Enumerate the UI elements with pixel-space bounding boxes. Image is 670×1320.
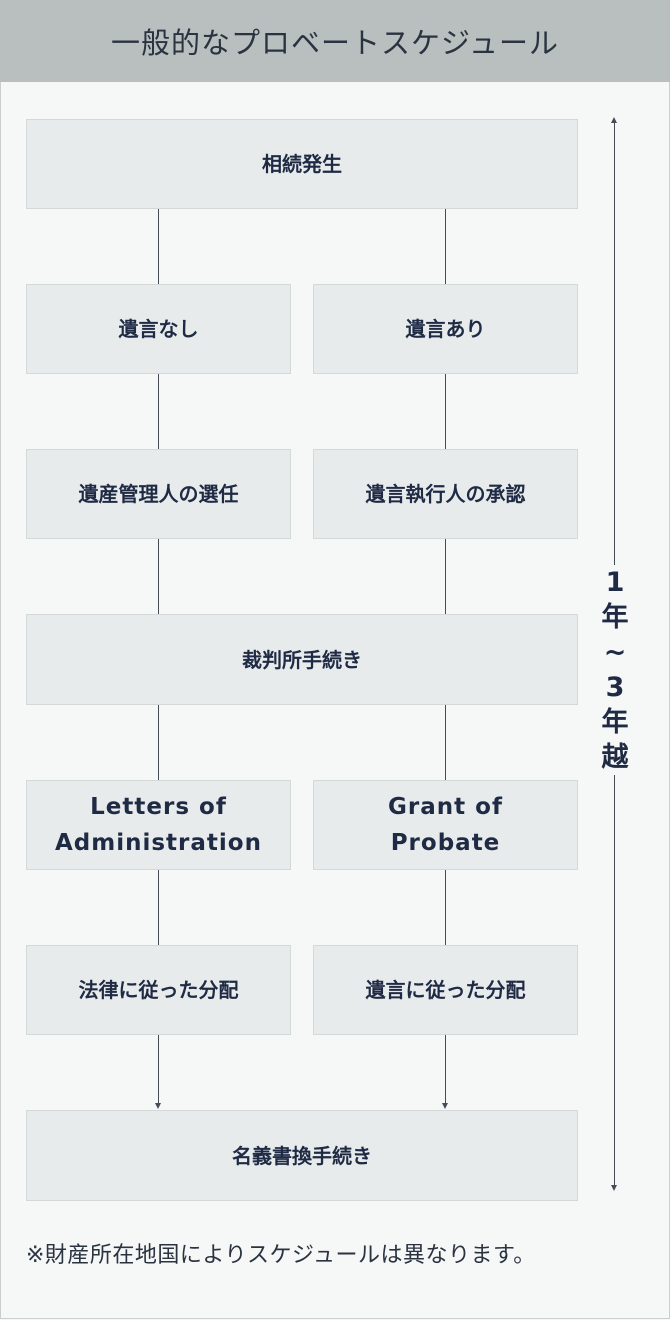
footnote: ※財産所在地国によりスケジュールは異なります。 <box>26 1243 536 1268</box>
arrow-down-icon <box>442 1103 448 1109</box>
connector-line <box>158 1035 159 1105</box>
connector-line <box>445 374 446 449</box>
step-start: 相続発生 <box>26 119 578 209</box>
connector-line <box>445 539 446 614</box>
step-administrator-appointment: 遺産管理人の選任 <box>26 449 291 539</box>
step-distribution-by-will: 遺言に従った分配 <box>313 945 578 1035</box>
page-title: 一般的なプロベートスケジュール <box>0 0 670 82</box>
connector-line <box>445 870 446 945</box>
step-court-procedure: 裁判所手続き <box>26 614 578 705</box>
duration-label: 1 年 ~ 3 年 越 <box>592 565 638 775</box>
connector-line <box>158 209 159 284</box>
connector-line <box>158 870 159 945</box>
step-grant-of-probate: Grant of Probate <box>313 780 578 870</box>
arrow-up-icon <box>611 117 617 123</box>
connector-line <box>445 209 446 284</box>
step-executor-approval: 遺言執行人の承認 <box>313 449 578 539</box>
step-distribution-by-law: 法律に従った分配 <box>26 945 291 1035</box>
connector-line <box>445 705 446 780</box>
arrow-down-icon <box>611 1185 617 1191</box>
connector-line <box>158 705 159 780</box>
connector-line <box>158 539 159 614</box>
connector-line <box>445 1035 446 1105</box>
step-title-transfer: 名義書換手続き <box>26 1110 578 1201</box>
step-with-will: 遺言あり <box>313 284 578 374</box>
connector-line <box>158 374 159 449</box>
arrow-down-icon <box>155 1103 161 1109</box>
step-no-will: 遺言なし <box>26 284 291 374</box>
step-letters-of-administration: Letters of Administration <box>26 780 291 870</box>
